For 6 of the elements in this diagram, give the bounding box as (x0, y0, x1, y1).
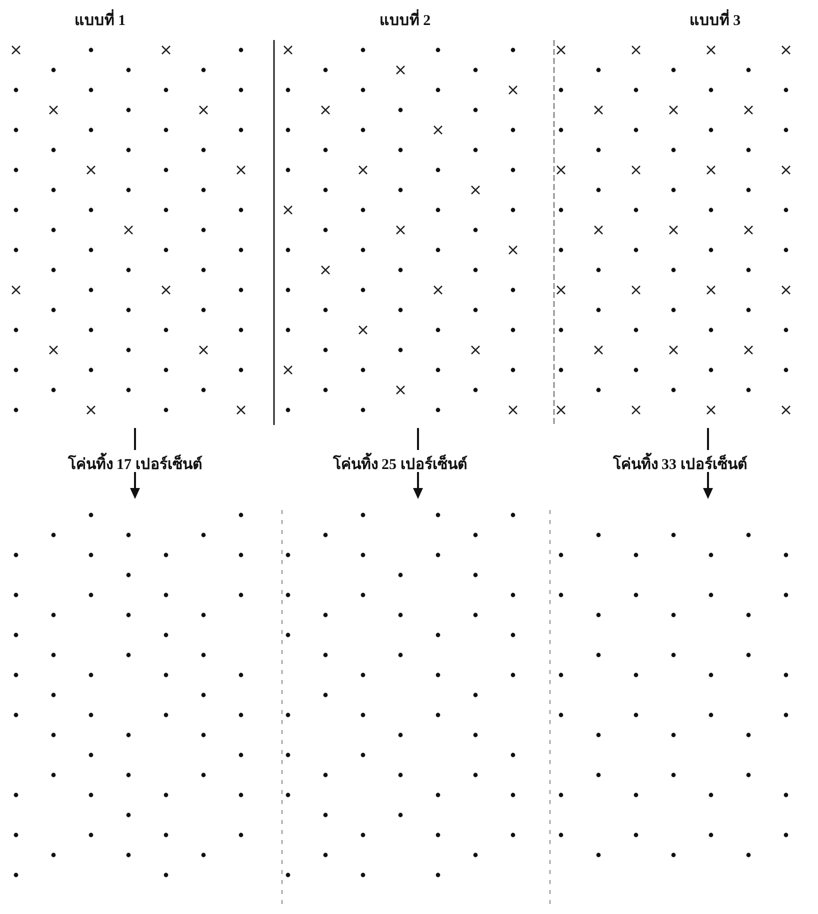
pattern-title: แบบที่ 3 (689, 8, 741, 32)
pattern-title: แบบที่ 2 (379, 8, 431, 32)
thinning-caption: โค่นทิ้ง 33 เปอร์เซ็นต์ (612, 452, 748, 476)
thinning-caption: โค่นทิ้ง 17 เปอร์เซ็นต์ (68, 452, 202, 476)
pattern-title: แบบที่ 1 (74, 8, 126, 32)
thinning-caption: โค่นทิ้ง 25 เปอร์เซ็นต์ (332, 452, 468, 476)
